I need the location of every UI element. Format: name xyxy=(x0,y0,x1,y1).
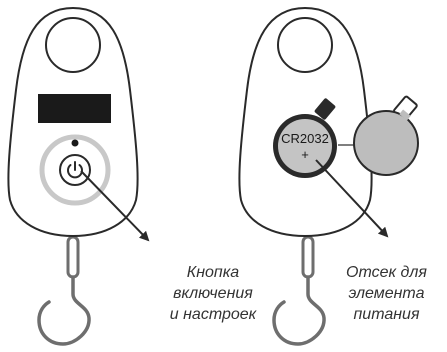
caption-line: и настроек xyxy=(169,306,257,323)
lcd-display xyxy=(38,94,111,123)
power-icon xyxy=(67,164,83,179)
leader-arrow-right xyxy=(315,159,389,238)
battery-tab xyxy=(314,98,336,120)
battery-polarity: + xyxy=(301,147,309,162)
caption-line: Кнопка xyxy=(186,264,240,281)
battery-outside-disc xyxy=(353,110,419,176)
hook-curve-left xyxy=(37,275,91,346)
leader-arrow-left xyxy=(80,170,150,242)
hanging-hole-right xyxy=(277,17,333,73)
caption-line: включения xyxy=(173,285,253,302)
hook-curve-right xyxy=(272,275,326,346)
caption-line: питания xyxy=(353,306,420,323)
battery-outside-tab-join xyxy=(399,109,411,121)
button-ring xyxy=(39,134,111,206)
battery-outside xyxy=(353,95,419,176)
hook-link-right xyxy=(301,235,315,279)
hook-right xyxy=(272,235,326,346)
power-button-caption: Кнопка включения и настроек xyxy=(150,262,276,325)
power-button[interactable] xyxy=(59,154,91,186)
right-scale: CR2032 + xyxy=(238,6,419,346)
indicator-dot xyxy=(71,139,79,147)
hook-link-left xyxy=(66,235,80,279)
battery-compartment-caption: Отсек для элемента питания xyxy=(326,262,447,325)
caption-line: элемента xyxy=(348,285,425,302)
battery-label: CR2032 xyxy=(281,131,329,146)
left-scale xyxy=(7,6,150,346)
hook-left xyxy=(37,235,91,346)
battery-cr2032: CR2032 + xyxy=(273,98,337,178)
battery-face xyxy=(278,119,332,173)
hanging-hole-left xyxy=(45,17,101,73)
caption-line: Отсек для xyxy=(346,264,427,281)
